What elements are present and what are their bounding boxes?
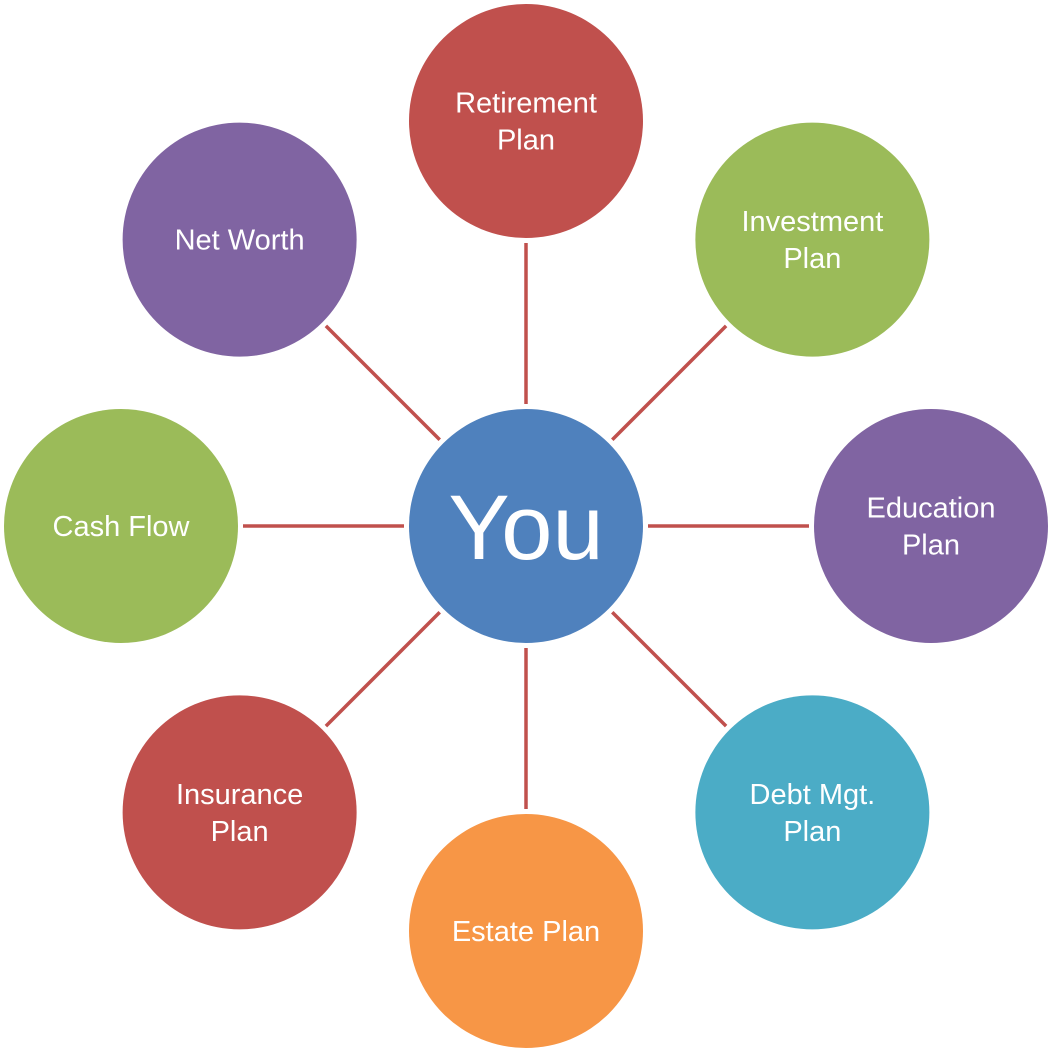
node-circle xyxy=(695,122,930,357)
center-label: You xyxy=(448,477,603,579)
node-label: Plan xyxy=(211,816,269,848)
node-circle xyxy=(814,409,1048,643)
node-label: Net Worth xyxy=(175,225,305,257)
node-circle xyxy=(409,814,643,1048)
center-circle xyxy=(409,409,643,643)
connectors xyxy=(243,243,809,809)
node-label: Cash Flow xyxy=(53,511,191,543)
node-cash-flow: Cash Flow xyxy=(4,409,238,643)
node-label: Estate Plan xyxy=(452,916,600,948)
node-label: Plan xyxy=(902,530,960,562)
node-net-worth: Net Worth xyxy=(122,122,357,357)
node-estate-plan: Estate Plan xyxy=(409,814,643,1048)
node-circle xyxy=(122,122,357,357)
node-label: Retirement xyxy=(455,88,597,120)
node-label: Education xyxy=(867,493,996,525)
node-label: Insurance xyxy=(176,779,303,811)
nodes: RetirementPlanInvestmentPlanEducationPla… xyxy=(4,4,1048,1048)
connector-insurance-plan xyxy=(324,611,441,728)
node-label: Plan xyxy=(783,243,841,275)
center-node: You xyxy=(409,409,643,643)
connector-net-worth xyxy=(324,324,441,441)
node-label: Plan xyxy=(783,816,841,848)
node-circle xyxy=(409,4,643,238)
node-label: Investment xyxy=(741,206,883,238)
connector-debt-mgt-plan xyxy=(611,611,728,728)
node-circle xyxy=(695,695,930,930)
connector-investment-plan xyxy=(611,324,728,441)
node-circle xyxy=(4,409,238,643)
node-label: Debt Mgt. xyxy=(750,779,876,811)
node-debt-mgt-plan: Debt Mgt. Plan xyxy=(695,695,930,930)
node-label: Plan xyxy=(497,125,555,157)
node-circle xyxy=(122,695,357,930)
